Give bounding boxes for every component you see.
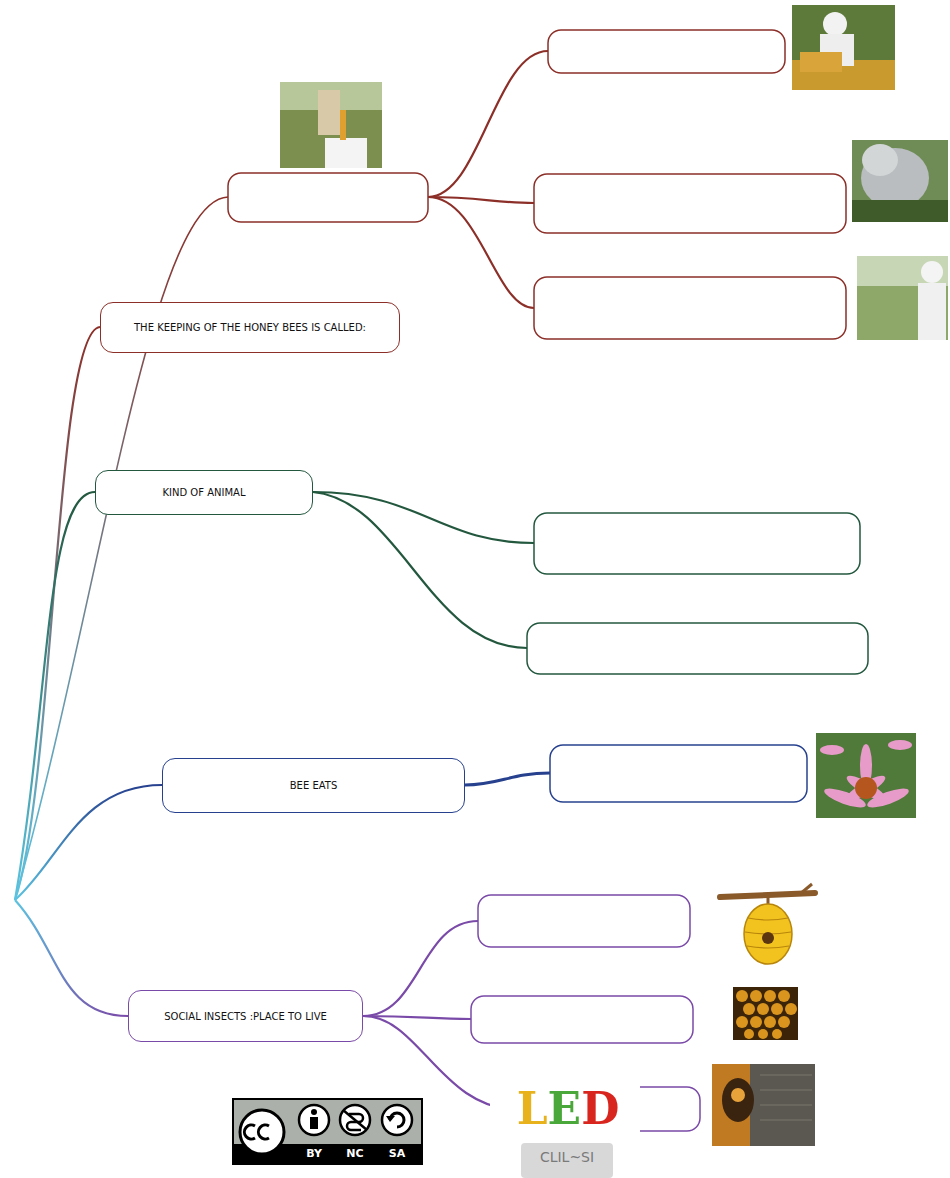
logo-ground — [490, 1080, 640, 1178]
bee-photo — [712, 1064, 815, 1146]
topic-text: THE KEEPING OF THE HONEY BEES IS CALLED: — [134, 321, 366, 334]
topic-text: SOCIAL INSECTS :PLACE TO LIVE — [164, 1010, 327, 1023]
hive-drawing — [720, 884, 815, 964]
smoke-photo — [852, 140, 948, 222]
flower-photo — [816, 733, 916, 818]
logo-subtext: CLIL~SI — [521, 1150, 613, 1165]
logo-text: LED — [508, 1085, 628, 1133]
topic-box: KIND OF ANIMAL — [95, 470, 313, 515]
logo-plate — [521, 1143, 613, 1178]
license-term: NC — [335, 1148, 375, 1160]
empty-boxes — [228, 30, 868, 1131]
license-term: SA — [377, 1148, 417, 1160]
beekeeping-photo — [280, 82, 382, 168]
topic-box: SOCIAL INSECTS :PLACE TO LIVE — [128, 990, 363, 1042]
honeycomb-photo — [733, 987, 798, 1040]
branch-lines — [15, 51, 550, 1110]
beekeeper-photo — [792, 5, 895, 90]
topic-box: BEE EATS — [162, 758, 465, 813]
license-term: BY — [294, 1148, 334, 1160]
topic-box: THE KEEPING OF THE HONEY BEES IS CALLED: — [100, 302, 400, 353]
cc-badge — [232, 1098, 423, 1165]
topic-text: BEE EATS — [290, 779, 338, 792]
topic-text: KIND OF ANIMAL — [163, 486, 246, 499]
beekeeper-suit-photo — [857, 256, 948, 340]
